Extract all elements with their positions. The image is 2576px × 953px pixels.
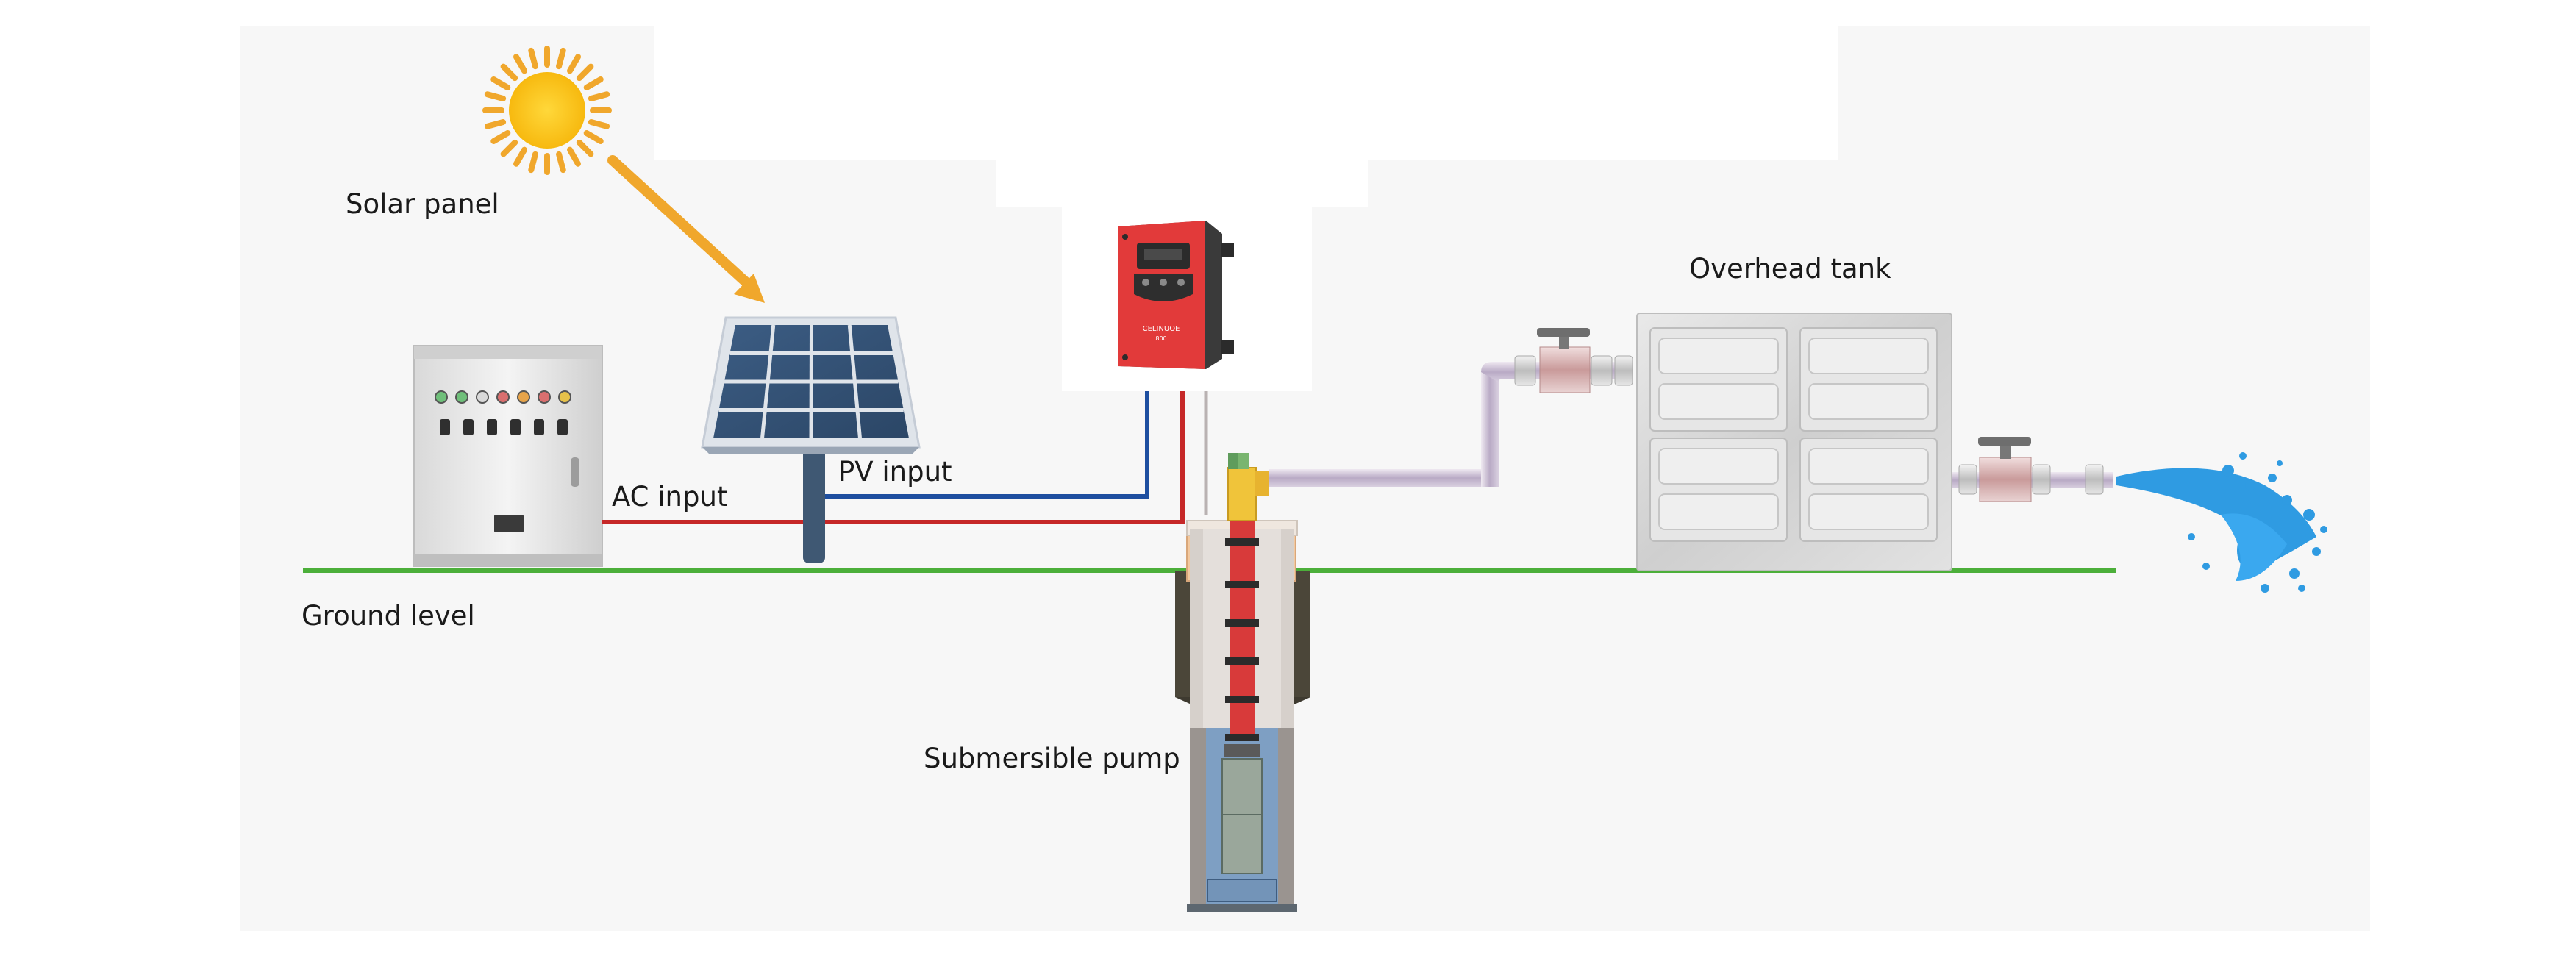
water-drop	[2282, 495, 2292, 505]
indicator-light	[476, 390, 489, 404]
solar-panel-icon	[701, 316, 921, 563]
switch-knob	[557, 419, 568, 435]
panel-gridline	[847, 324, 862, 439]
water-drop	[2188, 533, 2195, 540]
switch-knob	[510, 419, 521, 435]
delivery-pipe	[1269, 328, 1633, 487]
indicator-light	[558, 390, 571, 404]
sun-ray	[556, 151, 566, 174]
sun-ray	[500, 63, 518, 82]
sun-ray	[588, 91, 610, 101]
riser-clamp	[1225, 619, 1259, 627]
sun-ray	[513, 146, 527, 167]
riser-clamp	[1225, 657, 1259, 665]
riser-clamp	[1225, 581, 1259, 588]
water-drop	[2289, 568, 2300, 579]
tank-panel-ridge	[1658, 338, 1779, 374]
sun-ray	[556, 47, 566, 70]
tank-panel-ridge	[1808, 493, 1929, 530]
sunlight-arrow	[607, 155, 765, 303]
switch-knob	[487, 419, 497, 435]
tank-panel-ridge	[1658, 448, 1779, 485]
tank-panel-ridge	[1808, 448, 1929, 485]
sun-ray	[567, 146, 581, 167]
water-drop	[2202, 563, 2210, 570]
sun-ray	[567, 54, 581, 74]
water-drop	[2268, 474, 2277, 482]
label-pv-input: PV input	[838, 456, 952, 488]
panel-gridline	[760, 324, 776, 439]
sun-ray	[484, 119, 507, 129]
sun-ray	[484, 91, 507, 101]
water-drop	[2239, 452, 2247, 460]
controller-brand: CELINUOE	[1143, 325, 1180, 333]
water-drop	[2222, 465, 2234, 476]
sun-ray	[576, 139, 594, 157]
sun-ray	[576, 63, 594, 82]
pv-wire	[825, 391, 1149, 499]
sun-ray	[588, 119, 610, 129]
sun-ray	[490, 130, 511, 144]
label-overhead-tank: Overhead tank	[1689, 253, 1891, 285]
controller-model: 800	[1155, 335, 1166, 342]
tank-panel-ridge	[1808, 383, 1929, 420]
riser-clamp	[1225, 538, 1259, 546]
indicator-light	[455, 390, 468, 404]
sun-ray	[500, 139, 518, 157]
control-cabinet-icon	[413, 345, 603, 567]
water-drop	[2320, 526, 2327, 533]
label-solar-panel: Solar panel	[346, 188, 499, 220]
water-drop	[2245, 480, 2255, 490]
label-submersible-pump: Submersible pump	[924, 743, 1180, 774]
water-splash-icon	[2116, 452, 2327, 593]
label-ac-input: AC input	[612, 481, 727, 513]
submersible-pump-icon	[1175, 453, 1310, 912]
indicator-light	[496, 390, 510, 404]
panel-gridline	[809, 324, 813, 439]
sun-ray	[490, 76, 511, 90]
water-drop	[2261, 584, 2269, 593]
switch-knob	[440, 419, 450, 435]
sun-ray	[528, 47, 538, 70]
sun-ray	[528, 151, 538, 174]
sun-ray	[583, 130, 604, 144]
indicator-light	[435, 390, 448, 404]
label-ground-level: Ground level	[302, 600, 475, 632]
pump-inverter-icon: CELINUOE 800	[1062, 206, 1312, 391]
outlet-pipe	[1952, 437, 2113, 502]
sun-icon	[482, 46, 612, 175]
tank-panel-ridge	[1658, 493, 1779, 530]
water-tank-icon	[1636, 313, 1952, 571]
sun-disc	[509, 72, 585, 149]
sun-ray	[513, 54, 527, 74]
water-drop	[2303, 509, 2315, 521]
switch-knob	[463, 419, 474, 435]
riser-clamp	[1225, 734, 1259, 741]
water-drop	[2312, 547, 2321, 556]
tank-panel-ridge	[1808, 338, 1929, 374]
indicator-light	[538, 390, 551, 404]
water-drop	[2277, 460, 2283, 466]
water-drop	[2298, 585, 2305, 592]
switch-knob	[534, 419, 544, 435]
riser-clamp	[1225, 696, 1259, 703]
sun-ray	[583, 76, 604, 90]
indicator-light	[517, 390, 530, 404]
ac-wire	[602, 391, 1185, 524]
tank-panel-ridge	[1658, 383, 1779, 420]
